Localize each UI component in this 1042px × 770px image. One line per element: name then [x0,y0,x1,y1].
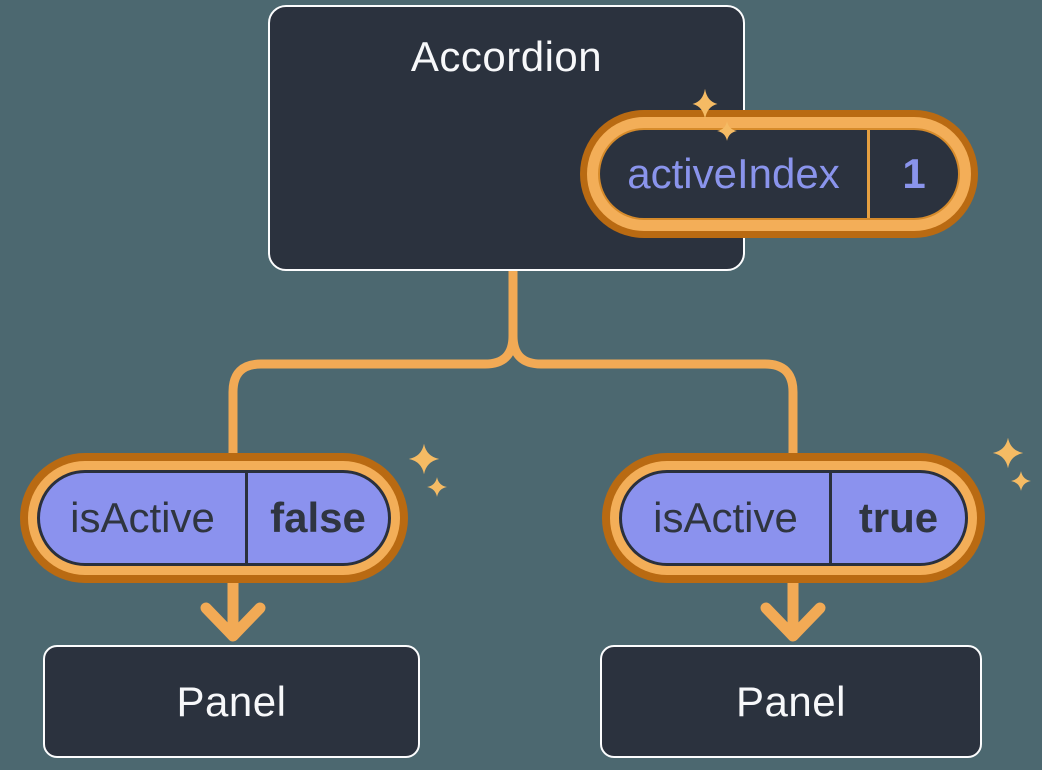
accordion-component-box: Accordion activeIndex 1 [268,5,978,271]
arrow-right [760,575,826,642]
connector-left-branch [228,268,518,457]
panel-left-box: Panel [43,645,420,758]
prop-left-name: isActive [70,494,215,541]
state-pill-divider [867,130,870,218]
state-pill-ring: activeIndex 1 [587,117,971,231]
panel-right-box: Panel [600,645,982,758]
arrow-left [200,575,266,642]
prop-right-name: isActive [653,494,798,541]
prop-pill-right: isActive true [602,453,985,583]
prop-left-divider [245,473,248,563]
state-name: activeIndex [627,150,840,197]
prop-right-divider [829,473,832,563]
prop-pill-right-ring: isActive true [610,461,977,575]
prop-pill-left: isActive false [20,453,408,583]
state-pill: activeIndex 1 [580,110,978,238]
prop-pill-left-ring: isActive false [28,461,400,575]
panel-right-title: Panel [736,677,846,725]
state-value: 1 [902,150,926,197]
panel-left-title: Panel [176,677,287,725]
prop-right-value: true [858,494,939,541]
connector-right-branch [508,268,798,457]
accordion-title: Accordion [410,33,603,80]
prop-left-value: false [270,494,366,541]
